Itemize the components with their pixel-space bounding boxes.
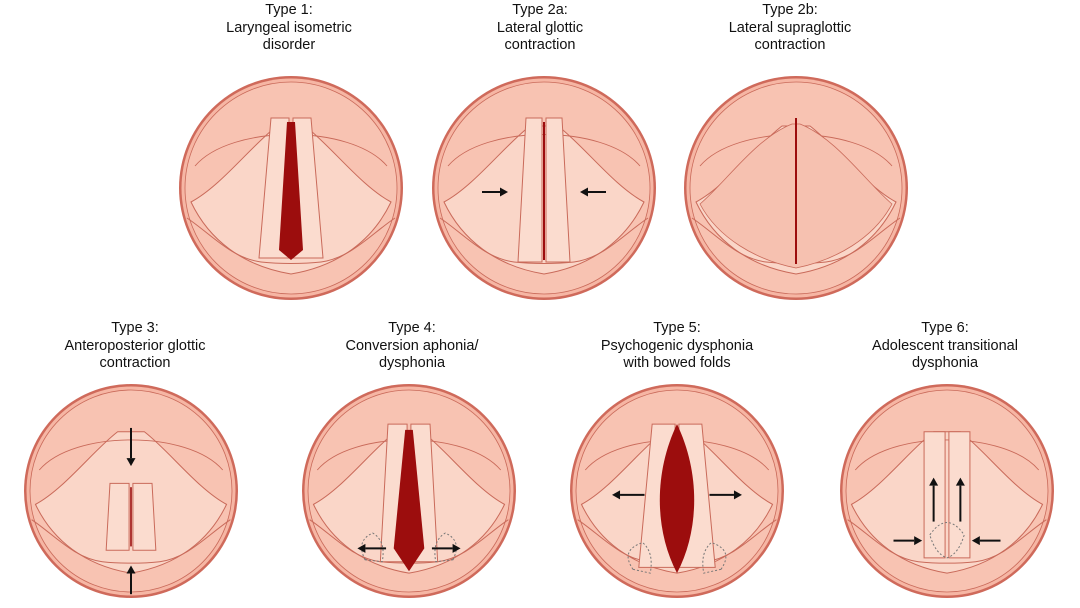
posterior-glottic-gap xyxy=(279,122,303,260)
psychogenic-dysphonia-icon xyxy=(570,384,784,598)
caption-type5-line1: Type 5: xyxy=(653,320,701,336)
lateral-arrow-left xyxy=(612,490,645,500)
arytenoid-outline-right xyxy=(702,542,727,574)
adolescent-transitional-icon xyxy=(840,384,1054,598)
caption-type2a-line3: contraction xyxy=(504,37,576,53)
caption-type5: Type 5: Psychogenic dysphonia with bowed… xyxy=(577,320,777,373)
aryepiglottic-fold xyxy=(31,519,231,564)
medial-arrow-left xyxy=(893,536,923,546)
true-vocal-fold-left xyxy=(105,482,130,551)
true-vocal-fold-right xyxy=(545,117,571,263)
arytenoid-outline-left xyxy=(361,532,384,563)
medial-arrow-left xyxy=(482,187,508,197)
aryepiglottic-fold xyxy=(439,217,649,264)
caption-type5-line3: with bowed folds xyxy=(623,355,731,371)
caption-type1-line1: Type 1: xyxy=(265,2,313,18)
anteroposterior-glottic-icon xyxy=(24,384,238,598)
bowed-glottic-gap xyxy=(659,424,695,574)
open-glottis xyxy=(393,429,425,572)
lateral-arrow-left xyxy=(357,543,387,553)
true-vocal-fold-left xyxy=(517,117,543,263)
caption-type2a-line1: Type 2a: xyxy=(512,2,568,18)
caption-type3-line3: contraction xyxy=(99,355,171,371)
arrow-down xyxy=(126,427,136,467)
caption-type3: Type 3: Anteroposterior glottic contract… xyxy=(35,320,235,373)
caption-type5-line2: Psychogenic dysphonia xyxy=(600,337,754,354)
aryepiglottic-fold xyxy=(847,519,1047,564)
conversion-aphonia-icon xyxy=(302,384,516,598)
false-vocal-folds xyxy=(850,431,1044,574)
caption-type6-line1: Type 6: xyxy=(921,320,969,336)
caption-type2a-line2: Lateral glottic xyxy=(496,19,584,36)
caption-type2b: Type 2b: Lateral supraglottic contractio… xyxy=(690,2,890,55)
caption-type2b-line3: contraction xyxy=(754,37,826,53)
caption-type4-line1: Type 4: xyxy=(388,320,436,336)
lateral-supraglottic-icon xyxy=(684,76,908,300)
arytenoid-outline-left xyxy=(627,542,652,574)
true-vocal-fold-right xyxy=(132,482,157,551)
arrow-up-left xyxy=(929,477,939,522)
lateral-glottic-icon xyxy=(432,76,656,300)
caption-type2b-line1: Type 2b: xyxy=(762,2,818,18)
lateral-arrow-right xyxy=(431,543,461,553)
epiglottis-edge xyxy=(854,439,1040,471)
caption-type1: Type 1: Laryngeal isometric disorder xyxy=(189,2,389,55)
lateral-arrow-right xyxy=(709,490,742,500)
arrow-up xyxy=(126,565,136,595)
medial-arrow-right xyxy=(971,536,1001,546)
medial-arrow-right xyxy=(580,187,606,197)
caption-type2a: Type 2a: Lateral glottic contraction xyxy=(440,2,640,55)
caption-type4-line2: Conversion aphonia/ xyxy=(345,337,479,354)
caption-type2b-line2: Lateral supraglottic xyxy=(728,19,852,36)
arytenoid-outline-right xyxy=(434,532,457,563)
posterior-chink-outline xyxy=(929,522,965,559)
aryepiglottic-fold xyxy=(186,217,396,264)
caption-type3-line2: Anteroposterior glottic xyxy=(64,337,206,354)
arrow-up-right xyxy=(955,477,965,522)
laryngeal-isometric-icon xyxy=(179,76,403,300)
caption-type6-line2: Adolescent transitional xyxy=(872,337,1018,354)
caption-type3-line1: Type 3: xyxy=(111,320,159,336)
caption-type6-line3: dysphonia xyxy=(911,355,979,371)
caption-type4: Type 4: Conversion aphonia/ dysphonia xyxy=(312,320,512,373)
caption-type1-line2: Laryngeal isometric xyxy=(226,19,352,36)
caption-type4-line3: dysphonia xyxy=(378,355,446,371)
caption-type1-line3: disorder xyxy=(262,37,316,53)
caption-type6: Type 6: Adolescent transitional dysphoni… xyxy=(845,320,1045,373)
